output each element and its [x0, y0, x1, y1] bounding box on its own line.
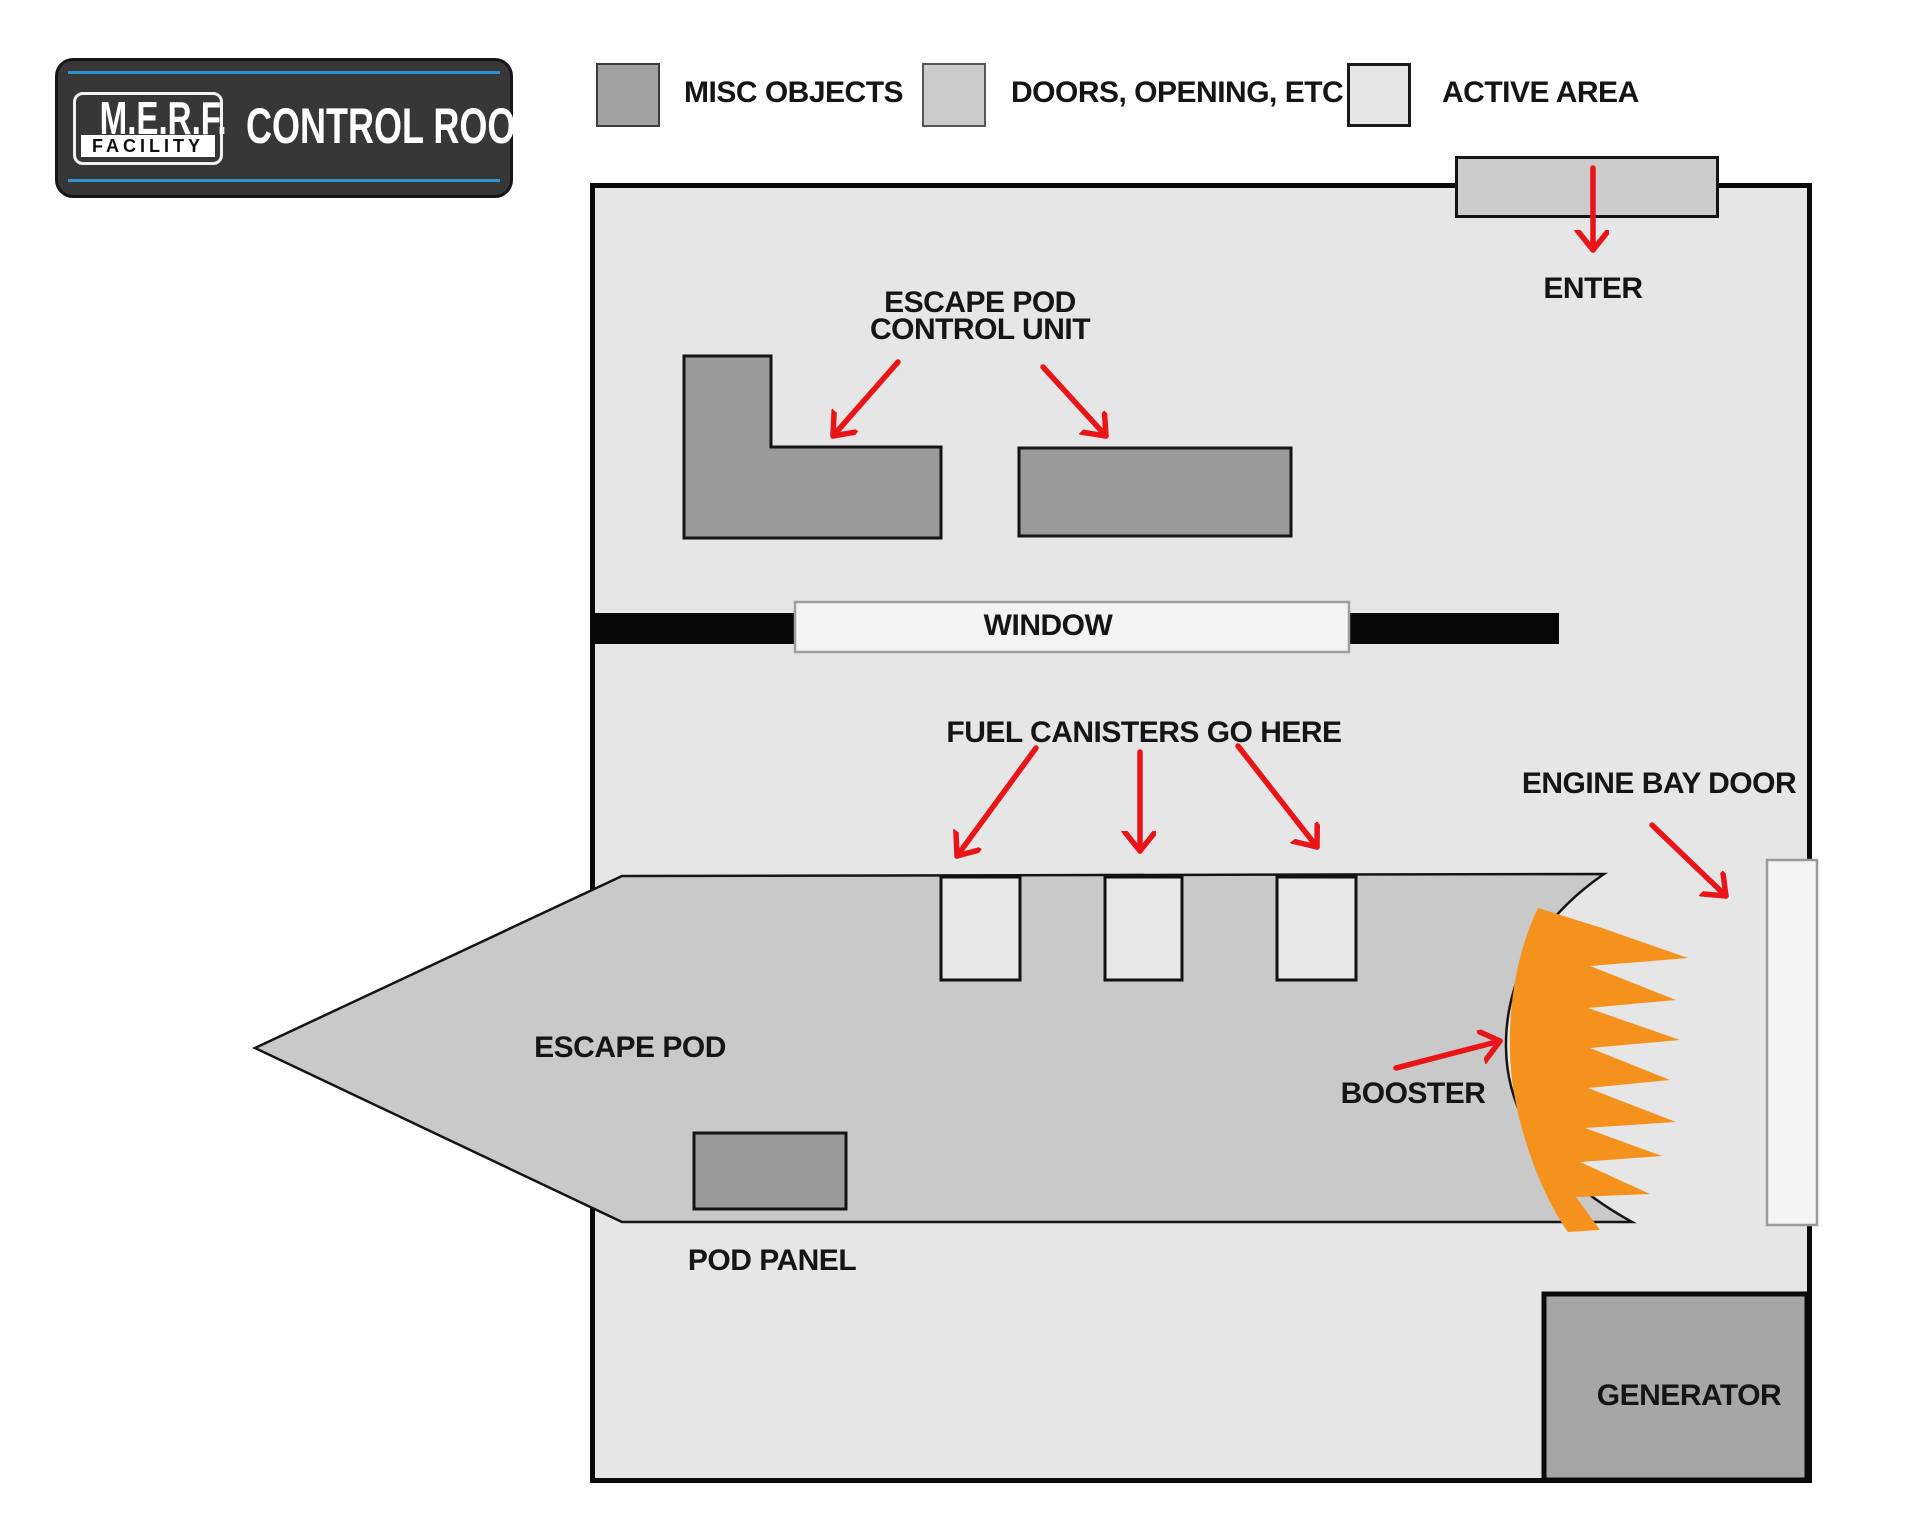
legend-label-active-area: ACTIVE AREA	[1442, 76, 1639, 109]
fuel-canister-slot-2	[1103, 875, 1184, 982]
engine-bay-door-label: ENGINE BAY DOOR	[1521, 767, 1797, 800]
escape-pod-control-unit-label-line1: ESCAPE POD	[884, 286, 1076, 319]
logo-accent-line-top	[68, 71, 500, 74]
escape-pod-label: ESCAPE POD	[534, 1031, 726, 1064]
fuel-canisters-label: FUEL CANISTERS GO HERE	[946, 716, 1342, 749]
generator-shape	[1541, 1291, 1810, 1483]
control-room-outline	[590, 183, 1812, 1483]
logo-facility-label: FACILITY	[81, 135, 215, 157]
legend-swatch-misc-objects	[596, 63, 660, 127]
control-unit-arrow-left-icon	[830, 359, 901, 439]
control-unit-desk-right	[1017, 446, 1293, 538]
booster-flame-icon	[1509, 908, 1688, 1232]
fuel-canister-slot-3	[1275, 875, 1358, 982]
engine-bay-door-shape	[1765, 858, 1819, 1227]
fuel-slot-arrow-1-icon	[957, 745, 1039, 859]
fuel-canister-slot-1	[939, 875, 1022, 982]
control-unit-arrow-right-icon	[1040, 364, 1109, 439]
escape-pod-control-unit-label-line2: CONTROL UNIT	[869, 313, 1091, 346]
entrance-door	[1455, 156, 1719, 218]
legend-swatch-doors	[922, 63, 986, 127]
legend-swatch-active-area	[1347, 63, 1411, 127]
logo-badge: M.E.R.F. FACILITY CONTROL ROOM	[55, 58, 546, 198]
engine-bay-door-arrow-icon	[1649, 822, 1729, 899]
escape-pod-control-unit-label: ESCAPE POD CONTROL UNIT	[869, 286, 1091, 346]
legend-label-misc-objects: MISC OBJECTS	[684, 76, 904, 109]
logo-accent-line-bottom	[68, 179, 500, 182]
legend-label-doors: DOORS, OPENING, ETC	[1011, 76, 1344, 109]
page-title: CONTROL ROOM	[246, 98, 546, 154]
control-unit-desk-left	[682, 354, 943, 540]
pod-panel-shape	[692, 1131, 848, 1211]
booster-arrow-icon	[1393, 1041, 1503, 1071]
window-label: WINDOW	[983, 609, 1113, 642]
booster-label: BOOSTER	[1340, 1077, 1486, 1110]
pod-panel-label: POD PANEL	[687, 1244, 857, 1277]
merf-emblem: M.E.R.F. FACILITY	[73, 92, 227, 165]
enter-label: ENTER	[1543, 272, 1643, 305]
generator-label: GENERATOR	[1596, 1379, 1782, 1412]
window-opening	[793, 600, 1351, 654]
annotation-arrows	[830, 165, 1729, 1071]
fuel-slot-arrow-3-icon	[1235, 743, 1317, 850]
